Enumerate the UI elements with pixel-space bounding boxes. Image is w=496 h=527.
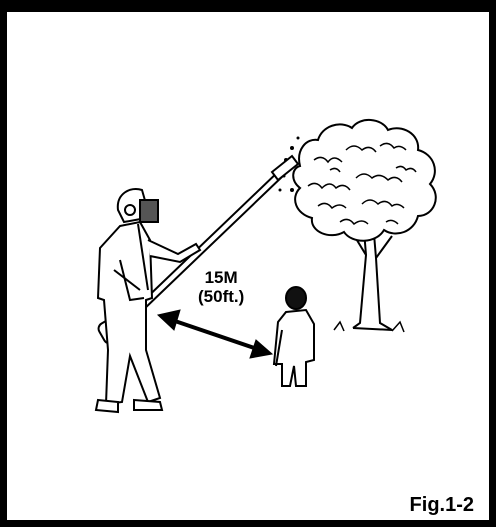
- operator-icon: [94, 188, 202, 414]
- distance-arrow-icon: [156, 309, 274, 359]
- figure-label: Fig.1-2: [409, 494, 474, 516]
- distance-label: 15M (50ft.): [198, 268, 244, 306]
- tree-icon: [278, 119, 437, 333]
- distance-imperial: (50ft.): [198, 287, 245, 306]
- distance-metric: 15M: [204, 268, 238, 287]
- child-icon: [272, 286, 315, 387]
